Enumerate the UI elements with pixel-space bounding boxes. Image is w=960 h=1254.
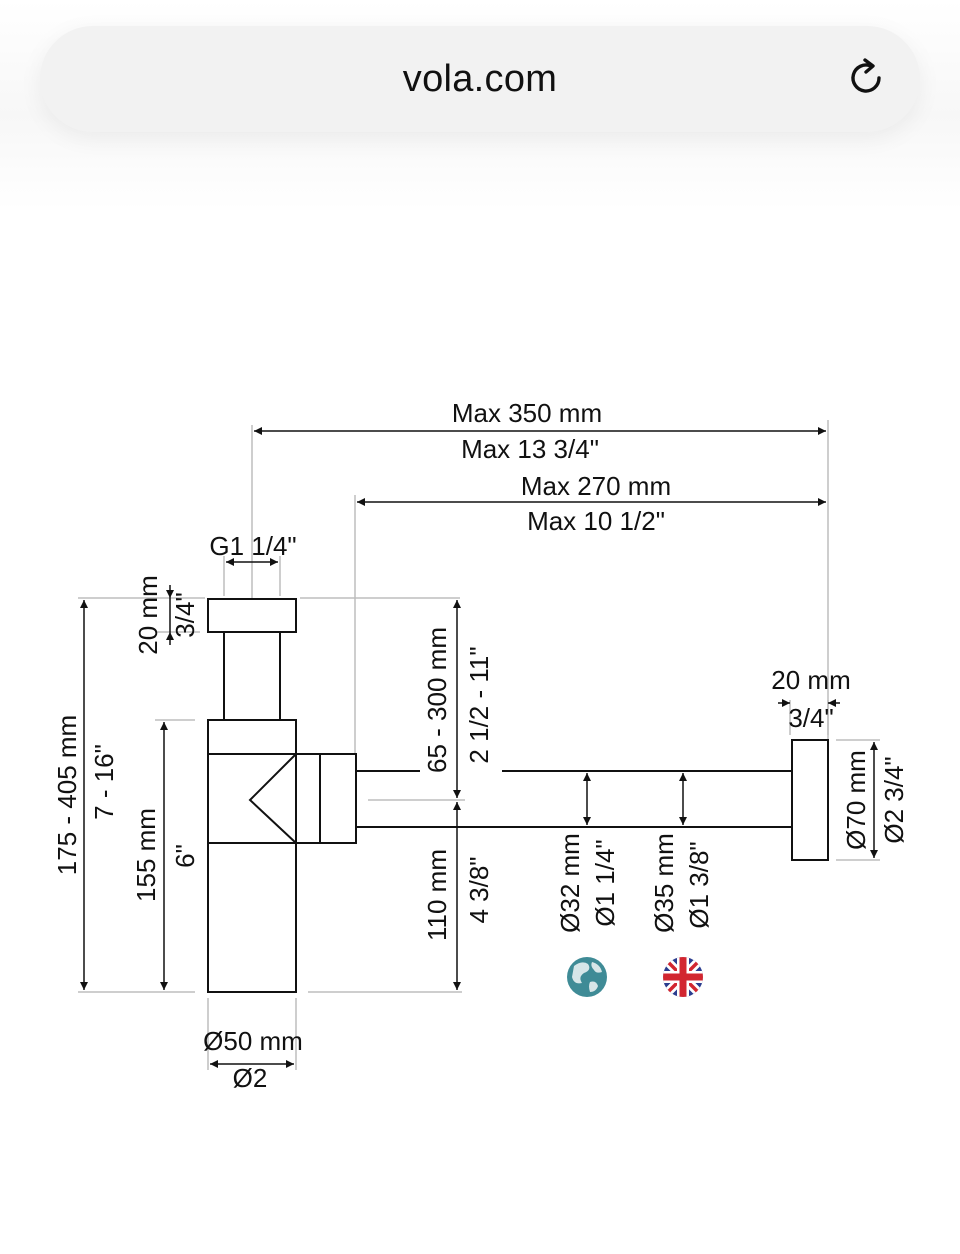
browser-toolbar: vola.com [0, 0, 960, 210]
label-7-16: 7 - 16" [89, 744, 119, 820]
label-2-12-11: 2 1/2 - 11" [464, 646, 494, 763]
label-155: 155 mm [131, 808, 161, 902]
dimension-lines [80, 427, 878, 1068]
top-nut [207, 598, 297, 633]
label-d1-38: Ø1 3/8" [684, 841, 714, 928]
label-4-38: 4 3/8" [464, 856, 494, 923]
label-g1-14: G1 1/4" [209, 531, 296, 561]
extension-lines [78, 420, 880, 1070]
label-h20mm: 20 mm [133, 575, 163, 654]
reload-icon[interactable] [844, 56, 890, 102]
url-text[interactable]: vola.com [402, 58, 558, 100]
label-d50: Ø50 mm [203, 1026, 303, 1056]
trap-cup [207, 719, 297, 993]
horizontal-labels: Max 350 mm Max 13 3/4" Max 270 mm Max 10… [203, 398, 851, 1093]
technical-drawing: Max 350 mm Max 13 3/4" Max 270 mm Max 10… [52, 398, 909, 1093]
outlet-nut [295, 753, 357, 844]
label-max-270: Max 270 mm [521, 471, 671, 501]
label-max-13-34: Max 13 3/4" [461, 434, 599, 464]
label-max-10-12: Max 10 1/2" [527, 506, 665, 536]
label-d70: Ø70 mm [841, 750, 871, 850]
globe-icon [567, 957, 607, 997]
label-r20mm: 20 mm [771, 665, 850, 695]
label-d32: Ø32 mm [555, 833, 585, 933]
label-h34: 3/4" [170, 592, 200, 637]
label-d35: Ø35 mm [649, 833, 679, 933]
address-bar[interactable]: vola.com [40, 26, 920, 132]
vertical-labels: 20 mm 3/4" 175 - 405 mm 7 - 16" 155 mm 6… [52, 575, 909, 941]
label-175-405: 175 - 405 mm [52, 715, 82, 875]
wall-flange [791, 739, 829, 861]
label-65-300: 65 - 300 mm [422, 627, 452, 773]
label-6: 6" [170, 844, 200, 868]
tailpiece [223, 631, 281, 721]
uk-flag-icon [663, 957, 703, 997]
label-r34: 3/4" [788, 703, 833, 733]
label-d2-34: Ø2 3/4" [879, 756, 909, 843]
label-d1-14: Ø1 1/4" [590, 839, 620, 926]
trap-body [207, 598, 829, 993]
label-d2: Ø2 [233, 1063, 268, 1093]
label-max-350: Max 350 mm [452, 398, 602, 428]
label-110: 110 mm [422, 849, 452, 941]
